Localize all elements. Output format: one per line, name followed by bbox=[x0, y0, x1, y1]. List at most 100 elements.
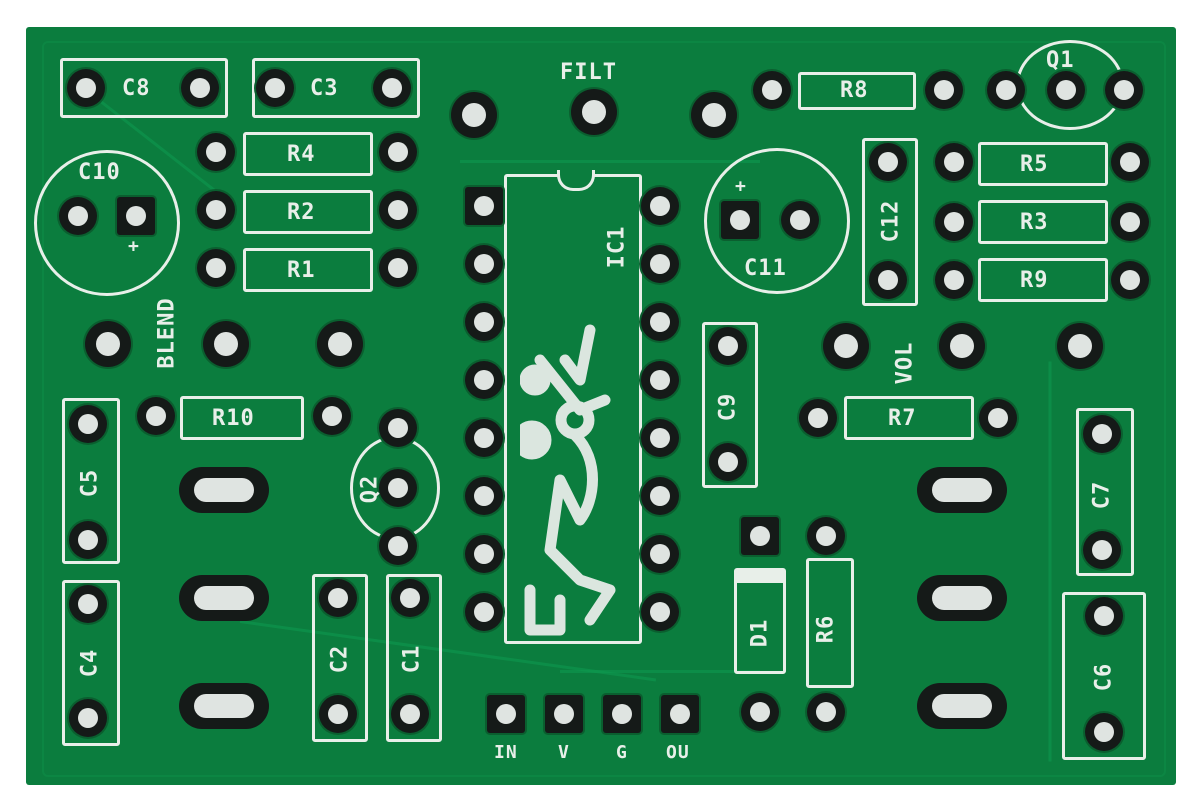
c10-pad bbox=[59, 197, 97, 235]
io-label-g: G bbox=[616, 742, 628, 763]
blend-pot-pad bbox=[85, 321, 131, 367]
r5-outline bbox=[978, 142, 1108, 186]
c6-label: C6 bbox=[1091, 662, 1117, 692]
blend-pot-pad bbox=[203, 321, 249, 367]
ic1-label: IC1 bbox=[604, 225, 630, 269]
c10-outline bbox=[34, 150, 180, 296]
ic1-pin bbox=[641, 535, 679, 573]
r2-label: R2 bbox=[287, 200, 316, 225]
c11-pad bbox=[781, 201, 819, 239]
r6-pad bbox=[807, 517, 845, 555]
d1-pad-cathode bbox=[741, 517, 779, 555]
c3-pad bbox=[256, 69, 294, 107]
r6-outline bbox=[806, 558, 854, 688]
c12-label: C12 bbox=[878, 199, 904, 243]
c5-label: C5 bbox=[77, 468, 103, 498]
r5-pad bbox=[1111, 143, 1149, 181]
c8-outline bbox=[60, 58, 228, 118]
io-label-in: IN bbox=[494, 742, 518, 763]
ic1-pin bbox=[641, 419, 679, 457]
blend-pot-pad bbox=[317, 321, 363, 367]
ic1-pin bbox=[641, 187, 679, 225]
c3-label: C3 bbox=[310, 76, 339, 101]
c2-pad bbox=[319, 579, 357, 617]
filt-pot-pad bbox=[691, 92, 737, 138]
c2-outline bbox=[312, 574, 368, 742]
filt-pot-pad bbox=[451, 92, 497, 138]
r10-outline bbox=[180, 396, 304, 440]
ic1-pin bbox=[641, 361, 679, 399]
r10-label: R10 bbox=[212, 406, 255, 431]
c4-outline bbox=[62, 580, 120, 746]
q2-pad bbox=[379, 409, 417, 447]
d1-outline bbox=[734, 568, 786, 674]
c12-pad bbox=[869, 261, 907, 299]
jack-slot bbox=[917, 467, 1007, 513]
c4-pad bbox=[69, 699, 107, 737]
c10-label: C10 bbox=[78, 160, 121, 185]
c4-label: C4 bbox=[77, 648, 103, 678]
io-pin-in bbox=[487, 695, 525, 733]
c2-pad bbox=[319, 695, 357, 733]
c8-label: C8 bbox=[122, 76, 151, 101]
c1-label: C1 bbox=[399, 644, 425, 674]
c3-pad bbox=[373, 69, 411, 107]
c1-pad bbox=[391, 695, 429, 733]
jack-slot bbox=[917, 683, 1007, 729]
r3-pad bbox=[935, 203, 973, 241]
r9-pad bbox=[1111, 261, 1149, 299]
q2-pad bbox=[379, 527, 417, 565]
c7-pad bbox=[1083, 415, 1121, 453]
d1-cathode-band bbox=[737, 571, 783, 583]
jack-slot bbox=[179, 575, 269, 621]
r2-outline bbox=[243, 190, 373, 234]
jack-slot bbox=[917, 575, 1007, 621]
r6-label: R6 bbox=[813, 614, 839, 644]
io-pin-v bbox=[545, 695, 583, 733]
r4-label: R4 bbox=[287, 142, 316, 167]
c6-pad bbox=[1085, 597, 1123, 635]
vol-pot-pad bbox=[1057, 323, 1103, 369]
c7-pad bbox=[1083, 531, 1121, 569]
ic1-pin bbox=[641, 303, 679, 341]
r9-label: R9 bbox=[1020, 268, 1049, 293]
q2-pad bbox=[379, 469, 417, 507]
r1-outline bbox=[243, 248, 373, 292]
r8-outline bbox=[798, 72, 916, 110]
c10-pad-positive bbox=[117, 197, 155, 235]
r3-label: R3 bbox=[1020, 210, 1049, 235]
c6-outline bbox=[1062, 592, 1146, 760]
q2-label: Q2 bbox=[357, 474, 383, 504]
q1-pad bbox=[1047, 71, 1085, 109]
vol-pot-pad bbox=[823, 323, 869, 369]
r7-pad bbox=[799, 399, 837, 437]
r8-pad bbox=[925, 71, 963, 109]
r6-pad bbox=[807, 693, 845, 731]
r9-outline bbox=[978, 258, 1108, 302]
vol-label: VOL bbox=[892, 341, 918, 385]
c2-label: C2 bbox=[327, 644, 353, 674]
c9-pad bbox=[709, 327, 747, 365]
r5-label: R5 bbox=[1020, 152, 1049, 177]
c5-pad bbox=[69, 521, 107, 559]
r7-pad bbox=[979, 399, 1017, 437]
q1-pad bbox=[1105, 71, 1143, 109]
c8-pad bbox=[181, 69, 219, 107]
c8-pad bbox=[67, 69, 105, 107]
r7-outline bbox=[844, 396, 974, 440]
c4-pad bbox=[69, 585, 107, 623]
c12-outline bbox=[862, 138, 918, 306]
c7-outline bbox=[1076, 408, 1134, 576]
jack-slot bbox=[179, 683, 269, 729]
c11-label: C11 bbox=[744, 256, 787, 281]
c1-outline bbox=[386, 574, 442, 742]
ic1-pin bbox=[465, 245, 503, 283]
r3-pad bbox=[1111, 203, 1149, 241]
ic1-pin bbox=[465, 535, 503, 573]
io-label-out: OU bbox=[666, 742, 690, 763]
q1-pad bbox=[987, 71, 1025, 109]
filt-label: FILT bbox=[560, 60, 617, 85]
io-pin-out bbox=[661, 695, 699, 733]
r3-outline bbox=[978, 200, 1108, 244]
ic1-pin bbox=[465, 361, 503, 399]
